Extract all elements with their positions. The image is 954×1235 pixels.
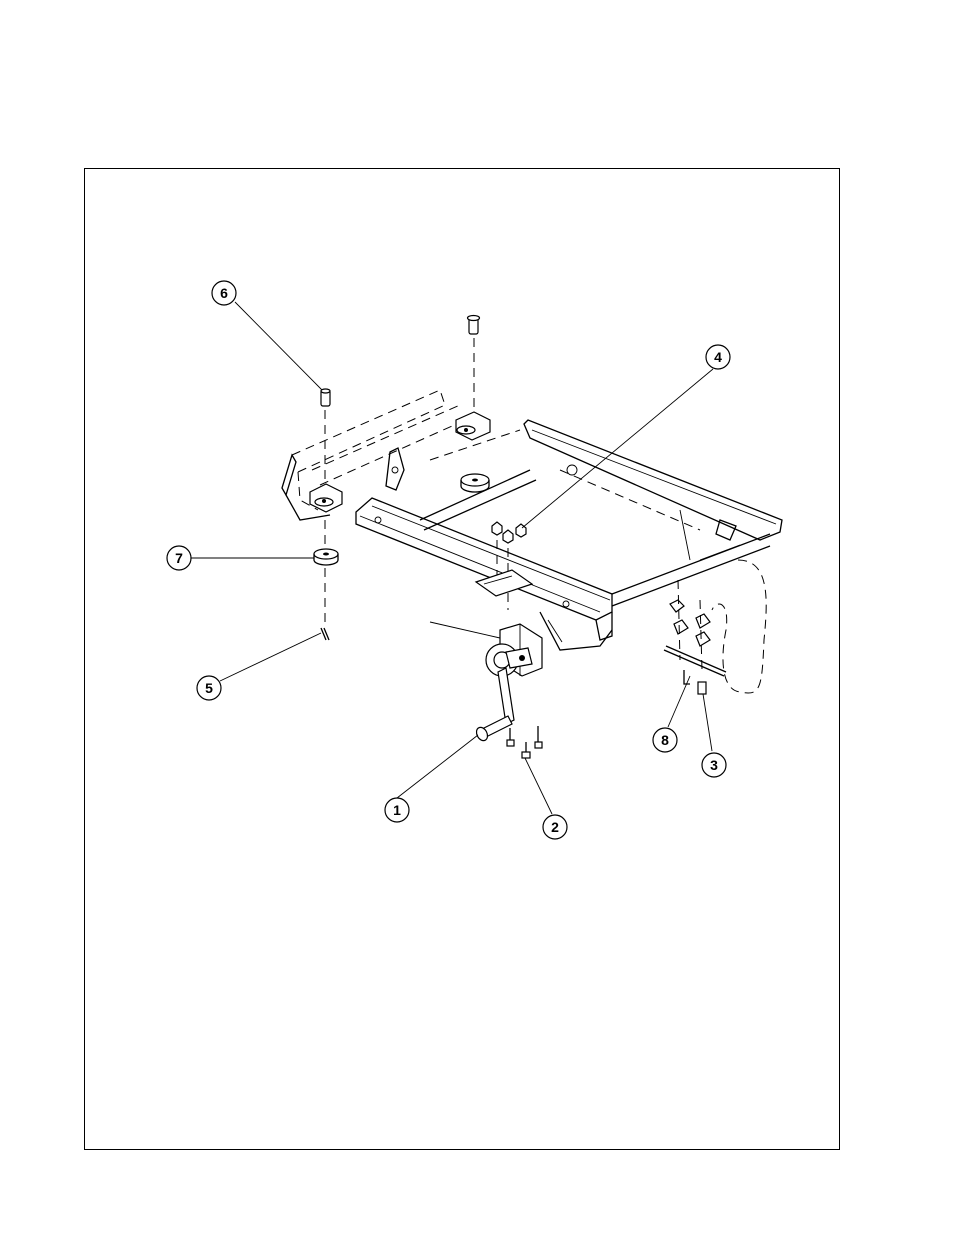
right-frame-rail [524, 420, 782, 606]
svg-text:6: 6 [220, 285, 228, 301]
winch-assembly [430, 622, 542, 743]
rod-item-8 [664, 646, 726, 676]
leader-lines [191, 302, 713, 814]
pin-right [468, 316, 480, 411]
nuts [492, 522, 526, 610]
svg-text:8: 8 [661, 732, 669, 748]
winch-mount-plate [476, 570, 532, 596]
pin-left [321, 389, 330, 480]
svg-text:2: 2 [551, 819, 559, 835]
callout-6: 6 [212, 281, 236, 305]
callout-2: 2 [543, 815, 567, 839]
isolator-upper-right [456, 412, 490, 440]
bolts [507, 726, 542, 758]
callout-4: 4 [706, 345, 730, 369]
cotter-pin [321, 628, 329, 640]
callout-1: 1 [385, 798, 409, 822]
washer-center [461, 474, 489, 492]
svg-text:4: 4 [714, 349, 722, 365]
svg-text:1: 1 [393, 802, 401, 818]
callout-8: 8 [653, 728, 677, 752]
isolator-upper-left [310, 484, 342, 512]
svg-text:5: 5 [205, 680, 213, 696]
svg-text:7: 7 [175, 550, 183, 566]
front-frame-rail [356, 470, 612, 650]
svg-text:3: 3 [710, 757, 718, 773]
callout-7: 7 [167, 546, 191, 570]
harness-outline [712, 560, 766, 693]
washer-item-7 [314, 520, 338, 625]
callout-3: 3 [702, 753, 726, 777]
callout-5: 5 [197, 676, 221, 700]
